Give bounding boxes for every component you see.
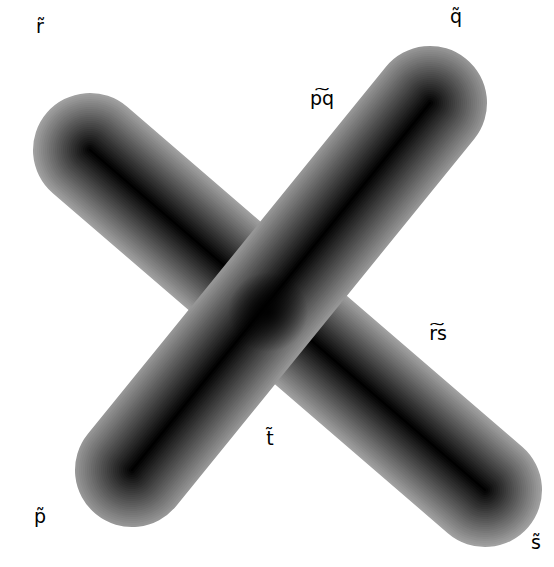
point-label: r̃ [36,15,44,38]
crossing-spot [228,272,308,352]
capsule-shade [132,103,430,470]
capsule-shade [132,103,430,470]
point-label: t̃ [264,427,275,450]
capsule-shade [132,103,430,470]
capsule-shade [132,103,430,470]
capsule-shade [132,103,430,470]
capsule-shade [132,103,430,470]
point-label: s̃ [531,531,541,554]
capsule-shade [132,103,430,470]
capsule-shade [132,103,430,470]
point-label: q̃ [450,5,462,28]
capsule-shade [132,103,430,470]
capsule-shade [132,103,430,470]
capsule-shade [132,103,430,470]
capsule-shade [132,103,430,470]
point-label: p̃ [34,505,46,528]
capsule-shade [132,103,430,470]
capsule-shade [132,103,430,470]
capsule-shade [132,103,430,470]
point-label: r͠s [429,322,447,345]
capsule-shade [132,103,430,470]
capsule-shade [132,103,430,470]
capsule-shade [132,103,430,470]
capsule-shade [132,103,430,470]
capsule-shade [132,103,430,470]
point-label: p͠q [310,87,334,110]
capsule-shade [132,103,430,470]
capsule-shade [132,103,430,470]
capsule-shade [132,103,430,470]
capsule-shade [132,103,430,470]
capsule-shade [132,103,430,470]
capsule-shade [132,103,430,470]
capsule-pq [132,103,430,470]
capsule-shade [132,103,430,470]
capsule-shade [132,103,430,470]
capsule-shade [132,103,430,470]
